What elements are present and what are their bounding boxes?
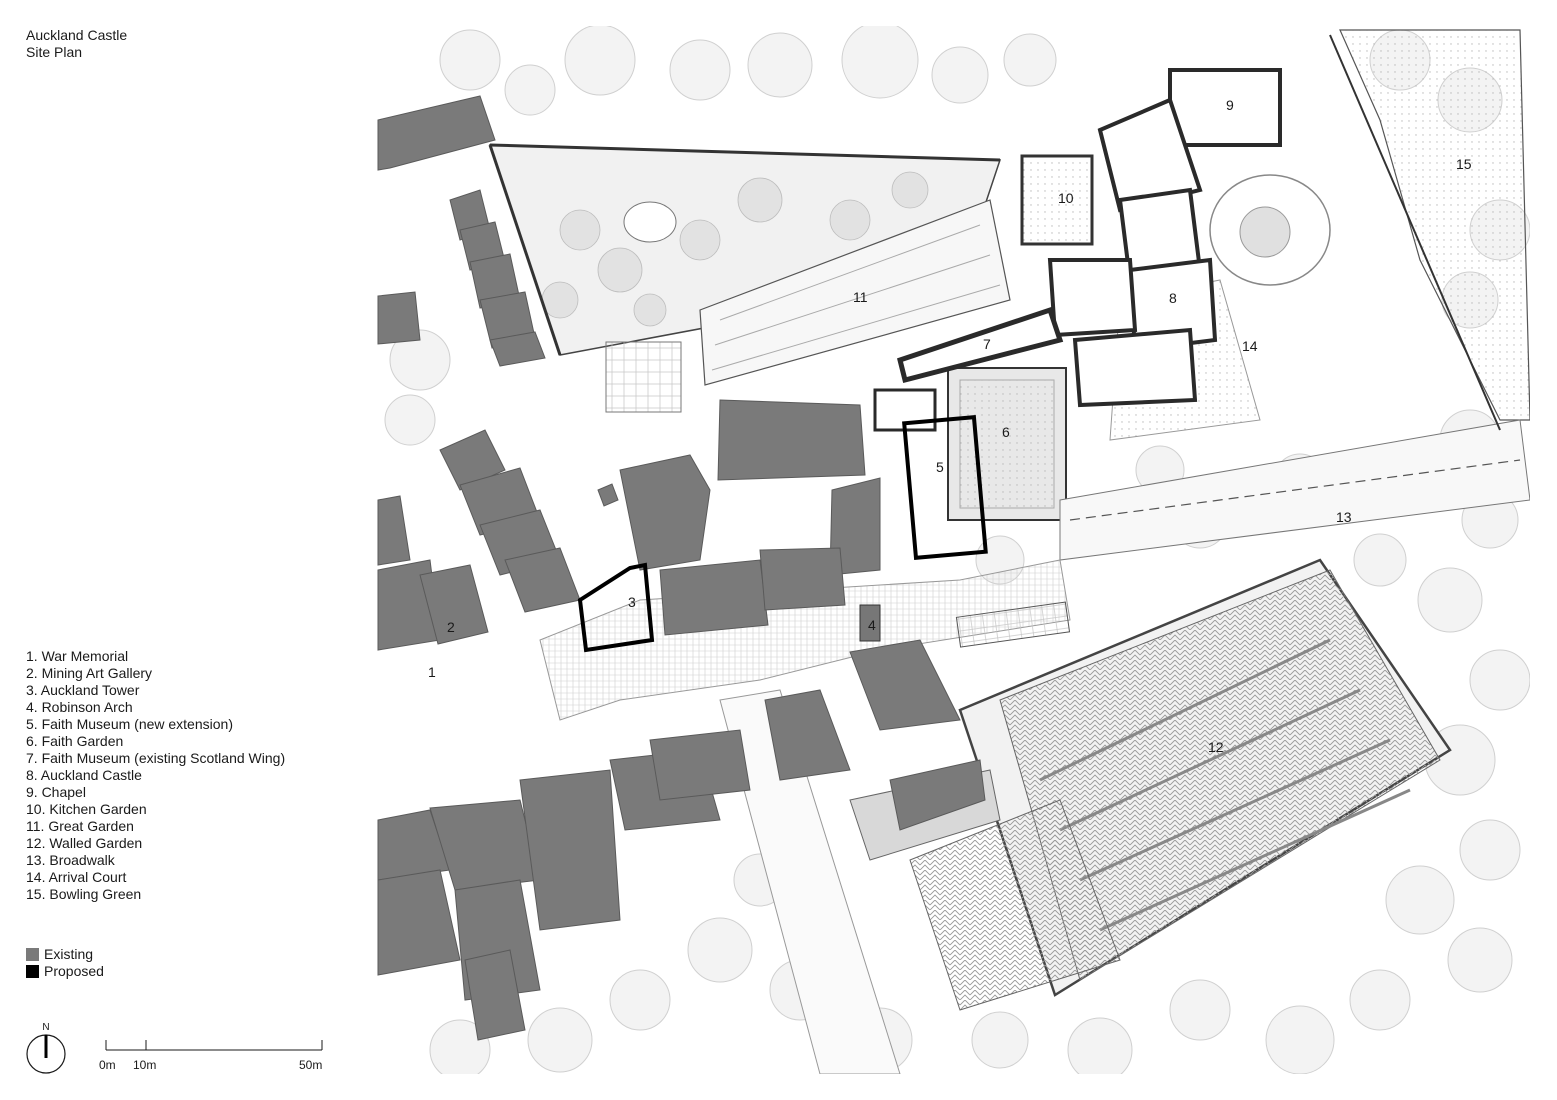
map-label-10: 10 bbox=[1058, 190, 1074, 206]
legend-item: 11. Great Garden bbox=[26, 818, 134, 834]
castle-fabric bbox=[1047, 68, 1282, 408]
plan-title: Auckland Castle Site Plan bbox=[26, 27, 127, 61]
map-label-3: 3 bbox=[628, 594, 636, 610]
title-line-2: Site Plan bbox=[26, 44, 83, 60]
existing-buildings bbox=[377, 95, 986, 1041]
scale-label-0: 0m bbox=[99, 1058, 116, 1072]
tree-canopy bbox=[384, 26, 1530, 1074]
map-label-5: 5 bbox=[936, 459, 944, 475]
site-legend: 1. War Memorial 2. Mining Art Gallery 3.… bbox=[26, 648, 285, 903]
legend-item: 12. Walled Garden bbox=[26, 835, 143, 851]
legend-item: 1. War Memorial bbox=[26, 648, 129, 664]
map-label-14: 14 bbox=[1242, 338, 1258, 354]
map-label-15: 15 bbox=[1456, 156, 1472, 172]
proposed-label: Proposed bbox=[44, 963, 104, 979]
legend-item: 5. Faith Museum (new extension) bbox=[26, 716, 233, 732]
map-labels: 1 2 3 4 5 6 7 8 9 10 11 12 13 14 15 bbox=[428, 97, 1472, 755]
legend-item: 7. Faith Museum (existing Scotland Wing) bbox=[26, 750, 286, 766]
map-label-4: 4 bbox=[868, 617, 876, 633]
legend-item: 3. Auckland Tower bbox=[26, 682, 140, 698]
map-label-11: 11 bbox=[853, 289, 868, 305]
map-label-2: 2 bbox=[447, 619, 455, 635]
map-label-12: 12 bbox=[1208, 739, 1224, 755]
site-plan-map: 1 2 3 4 5 6 7 8 9 10 11 12 13 14 15 bbox=[376, 26, 1530, 1074]
scale-label-50: 50m bbox=[299, 1058, 323, 1072]
legend-item: 14. Arrival Court bbox=[26, 869, 127, 885]
legend-item: 4. Robinson Arch bbox=[26, 699, 133, 715]
legend-item: 13. Broadwalk bbox=[26, 852, 115, 868]
scale-bar: 0m 10m 50m bbox=[96, 1040, 336, 1080]
existing-label: Existing bbox=[44, 946, 94, 962]
north-label: N bbox=[42, 1022, 50, 1033]
map-label-6: 6 bbox=[1002, 424, 1010, 440]
legend-item: 8. Auckland Castle bbox=[26, 767, 142, 783]
legend-item: 2. Mining Art Gallery bbox=[26, 665, 153, 681]
proposed-buildings bbox=[577, 415, 988, 653]
map-label-7: 7 bbox=[983, 336, 991, 352]
legend-item: 10. Kitchen Garden bbox=[26, 801, 147, 817]
key-proposed: Proposed bbox=[26, 963, 104, 980]
legend-item: 9. Chapel bbox=[26, 784, 86, 800]
map-label-1: 1 bbox=[428, 664, 436, 680]
map-label-9: 9 bbox=[1226, 97, 1234, 113]
proposed-swatch bbox=[26, 965, 39, 978]
legend-item: 6. Faith Garden bbox=[26, 733, 124, 749]
title-line-1: Auckland Castle bbox=[26, 27, 128, 43]
existing-swatch bbox=[26, 948, 39, 961]
legend-item: 15. Bowling Green bbox=[26, 886, 142, 902]
north-arrow-icon: N bbox=[26, 1022, 68, 1076]
key-existing: Existing bbox=[26, 946, 104, 963]
map-label-13: 13 bbox=[1336, 509, 1352, 525]
map-label-8: 8 bbox=[1169, 290, 1177, 306]
scale-label-10: 10m bbox=[133, 1058, 157, 1072]
material-key: Existing Proposed bbox=[26, 946, 104, 980]
